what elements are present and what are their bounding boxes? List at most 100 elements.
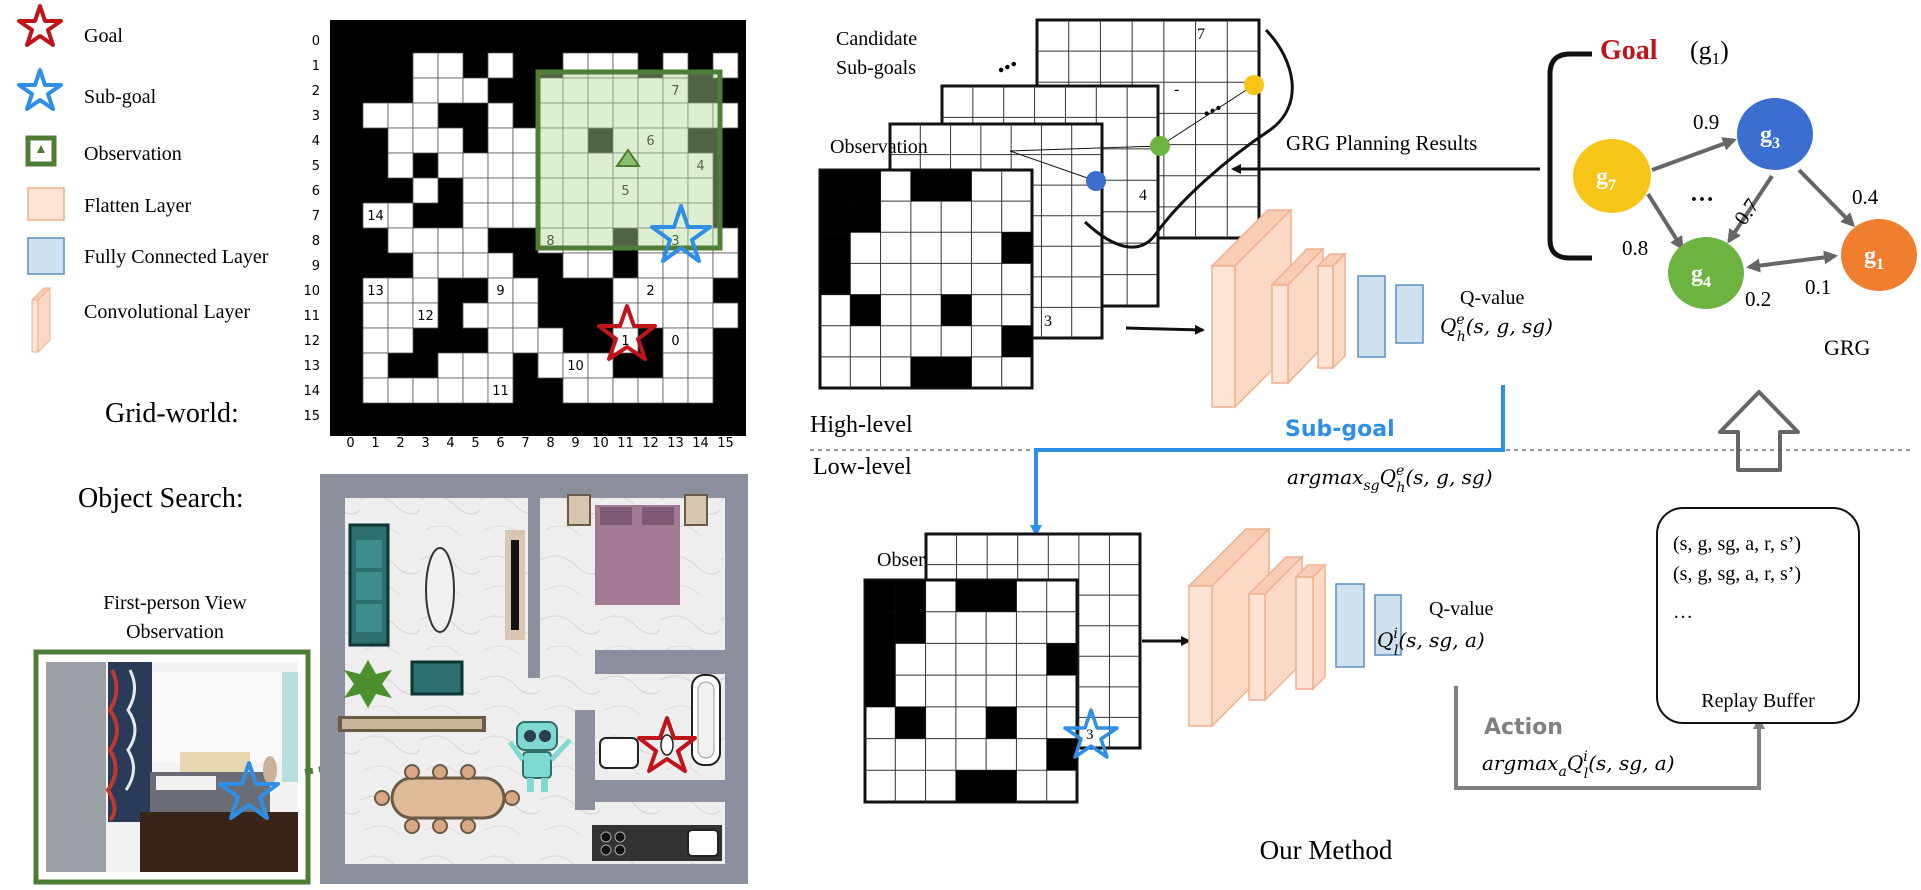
legend: Goal Sub-goal Observation Flatten Layer … <box>17 4 269 354</box>
grid-cell <box>487 302 514 329</box>
grid-cell <box>487 152 514 179</box>
grid-cell <box>437 252 464 279</box>
legend-subgoal-icon <box>17 68 63 111</box>
grg-node-g3 <box>1737 98 1813 170</box>
fpv-observation-image <box>33 649 311 885</box>
grid-cell <box>412 302 439 329</box>
legend-observation-label: Observation <box>84 143 182 165</box>
grid-x-tick: 2 <box>396 436 404 451</box>
grid-cell <box>487 377 514 404</box>
candidate-dot-yellow <box>1244 75 1264 95</box>
grid-cell <box>712 252 739 279</box>
grg-weight-g3-g1: 0.4 <box>1852 185 1879 209</box>
grid-cell <box>687 102 714 129</box>
layer-number-3: 3 <box>1044 313 1052 330</box>
grid-cell <box>412 227 439 254</box>
grid-cell-blocked <box>820 170 851 202</box>
low-level-star-number: 3 <box>1086 727 1094 743</box>
grid-cell <box>362 277 389 304</box>
grid-cell <box>637 252 664 279</box>
grid-cell <box>462 352 489 379</box>
grid-cell <box>412 252 439 279</box>
fpv-subgoal-star-icon <box>218 761 280 820</box>
candidate-subgoals-line1: Candidate <box>836 28 917 50</box>
robot-icon <box>507 721 572 792</box>
grid-cell <box>687 302 714 329</box>
grid-cell <box>387 377 414 404</box>
grid-label: 9 <box>496 284 504 299</box>
low-level-observation-grid <box>863 578 1079 804</box>
grid-cell <box>487 127 514 154</box>
replay-buffer-box <box>1656 507 1860 724</box>
grid-cell <box>512 277 539 304</box>
object-search-title: Object Search: <box>78 483 244 514</box>
grid-cell <box>662 102 689 129</box>
grid-cell <box>412 102 439 129</box>
grid-cell <box>362 352 389 379</box>
grid-cell <box>637 102 664 129</box>
grid-cell <box>562 152 589 179</box>
grid-subgoal-star-icon <box>650 204 712 263</box>
grid-cell <box>562 177 589 204</box>
grid-y-tick: 8 <box>312 234 320 249</box>
grid-cell <box>687 277 714 304</box>
grid-cell-blocked <box>910 170 942 202</box>
grid-cell <box>462 177 489 204</box>
grid-cell-blocked <box>895 611 926 644</box>
fpv-title-line2: Observation <box>126 621 224 643</box>
low-level-subgoal-star-icon <box>1063 708 1119 759</box>
grid-cell-blocked <box>850 170 881 202</box>
grid-cell <box>437 352 464 379</box>
grg-bracket <box>1547 51 1592 261</box>
grid-cell <box>687 352 714 379</box>
grid-cell <box>387 102 414 129</box>
grid-y-tick: 9 <box>312 259 320 274</box>
grid-cell <box>437 227 464 254</box>
grg-planning-label: GRG Planning Results <box>1286 131 1477 155</box>
grg-caption: GRG <box>1824 335 1871 360</box>
grid-cell <box>687 152 714 179</box>
grid-cell-blocked <box>895 706 926 739</box>
grg-ellipsis: … <box>1690 181 1714 207</box>
grid-cell-blocked <box>941 356 972 388</box>
grg-edge-g3-g1 <box>1797 168 1856 228</box>
high-level-label: High-level <box>810 412 913 438</box>
grid-cell <box>612 277 639 304</box>
method-caption: Our Method <box>1260 835 1393 865</box>
grid-cell <box>387 202 414 229</box>
legend-goal-icon <box>17 4 63 47</box>
grid-cell <box>362 377 389 404</box>
grid-label: 14 <box>367 209 384 224</box>
grid-cell <box>687 377 714 404</box>
grid-cell <box>487 177 514 204</box>
replay-buffer-label: Replay Buffer <box>1701 690 1815 712</box>
grid-cell-blocked <box>1001 232 1032 264</box>
replay-row-2: (s, g, sg, a, r, s’) <box>1673 563 1801 585</box>
grid-cell <box>387 302 414 329</box>
grid-cell <box>437 127 464 154</box>
layer-number-4: 4 <box>1139 187 1147 204</box>
grid-label: 2 <box>646 284 654 299</box>
grid-cell <box>562 252 589 279</box>
low-level-network <box>1187 527 1402 728</box>
grg-goal-word: Goal <box>1600 35 1658 66</box>
grid-cell <box>562 77 589 104</box>
grg-weight-g7-g4: 0.8 <box>1622 236 1648 260</box>
grid-x-tick: 3 <box>421 436 429 451</box>
grid-cell <box>387 327 414 354</box>
candidate-dot-green <box>1150 136 1170 156</box>
buffer-to-grg-arrow <box>1718 390 1800 472</box>
grid-cell <box>687 177 714 204</box>
grid-label: 7 <box>671 84 679 99</box>
grid-cell <box>437 77 464 104</box>
grid-cell <box>487 202 514 229</box>
legend-flatten-label: Flatten Layer <box>84 195 192 217</box>
grid-cell <box>687 202 714 229</box>
grid-label: 5 <box>621 184 629 199</box>
grg-edge-g7-g3 <box>1651 137 1737 172</box>
high-level-input-arrow <box>1125 324 1205 335</box>
